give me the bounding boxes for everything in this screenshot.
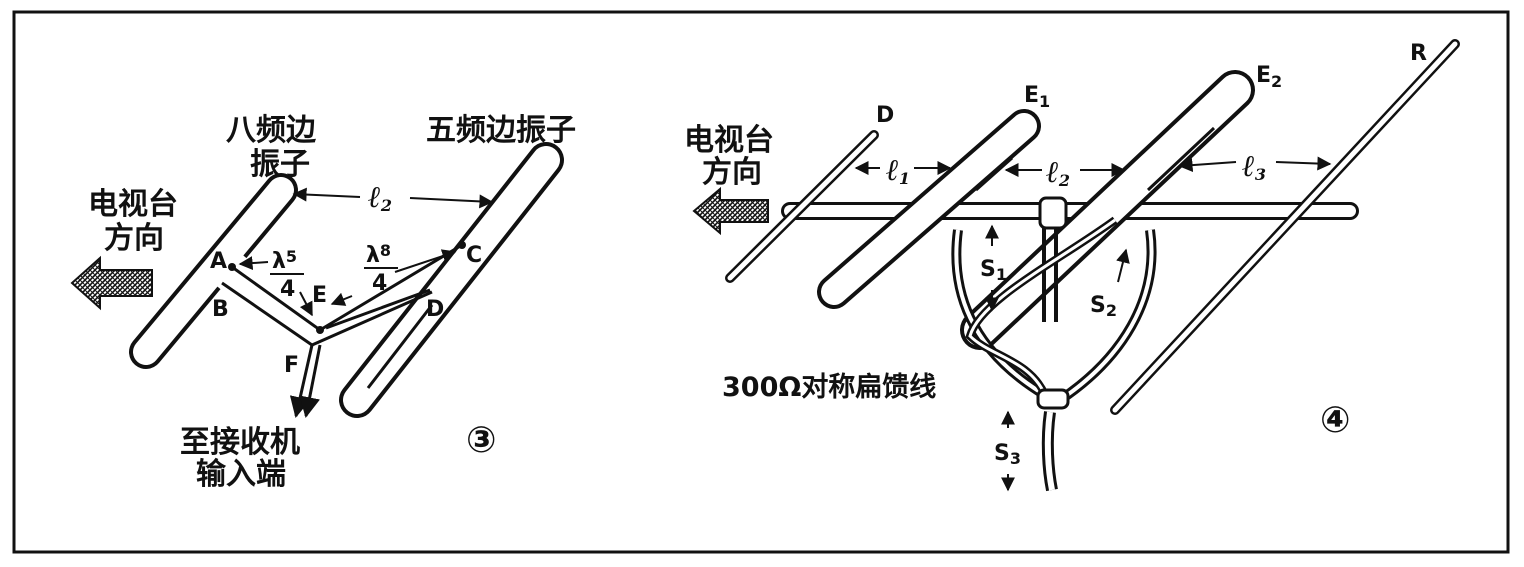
dim-l3-label: ℓ3 [1242, 149, 1266, 184]
tv-direction-arrow-icon-2 [692, 186, 769, 236]
stub-s3-label: S3 [994, 441, 1021, 468]
five-band-dipole-slot [366, 304, 434, 389]
tv-direction-arrow-icon [70, 255, 153, 311]
lambda8-label: λ8 [366, 241, 391, 268]
feeder-loop-s2-inner [1058, 229, 1154, 402]
point-b-label: B [212, 297, 229, 322]
tv-direction-label-line2: 方向 [104, 221, 164, 256]
point-a-label: A [210, 249, 227, 274]
dim-lambda8-arrow-2 [330, 292, 353, 306]
eight-band-label-line2: 振子 [250, 147, 310, 182]
dim-lambda5-arrow [238, 256, 269, 271]
lambda5-label: λ5 [272, 247, 297, 274]
dim-l1-label: ℓ1 [886, 153, 910, 188]
dim-l2-label: ℓ2 [368, 180, 392, 215]
element-d-label: D [876, 103, 894, 128]
element-e1-label: E1 [1024, 83, 1050, 111]
stub-s2-label: S2 [1090, 293, 1117, 320]
dim-s2-arrow [1116, 248, 1130, 283]
feeder-loop-s1-inner [954, 229, 1047, 397]
feeder-loop-cross-inner [968, 218, 1116, 396]
figure-4-number: ④ [1320, 400, 1350, 441]
receiver-lead-2 [299, 344, 322, 419]
feeder-junction [1036, 388, 1070, 410]
e2-folded-dipole-inner [964, 74, 1251, 346]
dim-l2-left-arrow [292, 187, 361, 202]
eight-band-label-line1: 八频边 [226, 113, 317, 148]
element-r-label: R [1410, 41, 1427, 66]
eight-band-dipole-gap [198, 239, 252, 294]
feeder-label: 300Ω对称扁馈线 [722, 372, 936, 403]
feed-line-c [325, 288, 431, 330]
point-c-dot [458, 241, 466, 249]
reflector-r-inner [1112, 41, 1458, 413]
element-e2-label: E2 [1256, 63, 1282, 91]
lambda5-denominator: 4 [280, 277, 295, 302]
five-band-label: 五频边振子 [426, 113, 576, 148]
dim-l3-left [1178, 158, 1237, 173]
dim-l2-right-arrow [409, 194, 494, 209]
figure-3-number: ③ [466, 420, 496, 461]
point-a-dot [228, 263, 236, 271]
dim-l2-4-label: ℓ2 [1046, 155, 1070, 190]
point-f-label: F [284, 353, 299, 378]
dim-lambda5-arrow-2 [299, 291, 313, 317]
e1-folded-dipole-inner [821, 113, 1037, 305]
point-e-label: E [312, 283, 327, 308]
tv-direction-label-line1: 电视台 [88, 187, 178, 222]
lambda8-denominator: 4 [372, 271, 387, 296]
down-lead-s3-inner [1044, 411, 1055, 491]
stub-s1-label: S1 [980, 257, 1007, 284]
receiver-label-line2: 输入端 [196, 457, 286, 492]
outer-frame [12, 10, 1510, 554]
figure-4: 电视台 方向 300Ω对称扁馈线 D E1 E2 R ℓ1 ℓ2 ℓ3 S1 S… [684, 39, 1460, 492]
dim-l3-right [1275, 156, 1332, 171]
point-d-label: D [426, 297, 444, 322]
director-d-inner [727, 132, 877, 281]
figure-3: 八频边 振子 五频边振子 电视台 方向 至接收机 输入端 ℓ2 λ5 4 λ8 … [70, 113, 576, 492]
boom-clamp [1038, 196, 1068, 230]
tv-direction-label-line1-2: 电视台 [684, 123, 774, 158]
dim-lambda8-arrow [394, 249, 457, 273]
tv-direction-label-line2-2: 方向 [702, 155, 762, 190]
point-c-label: C [466, 243, 482, 268]
receiver-lead-1 [289, 344, 314, 419]
point-e-dot [316, 326, 324, 334]
receiver-label-line1: 至接收机 [180, 425, 300, 460]
